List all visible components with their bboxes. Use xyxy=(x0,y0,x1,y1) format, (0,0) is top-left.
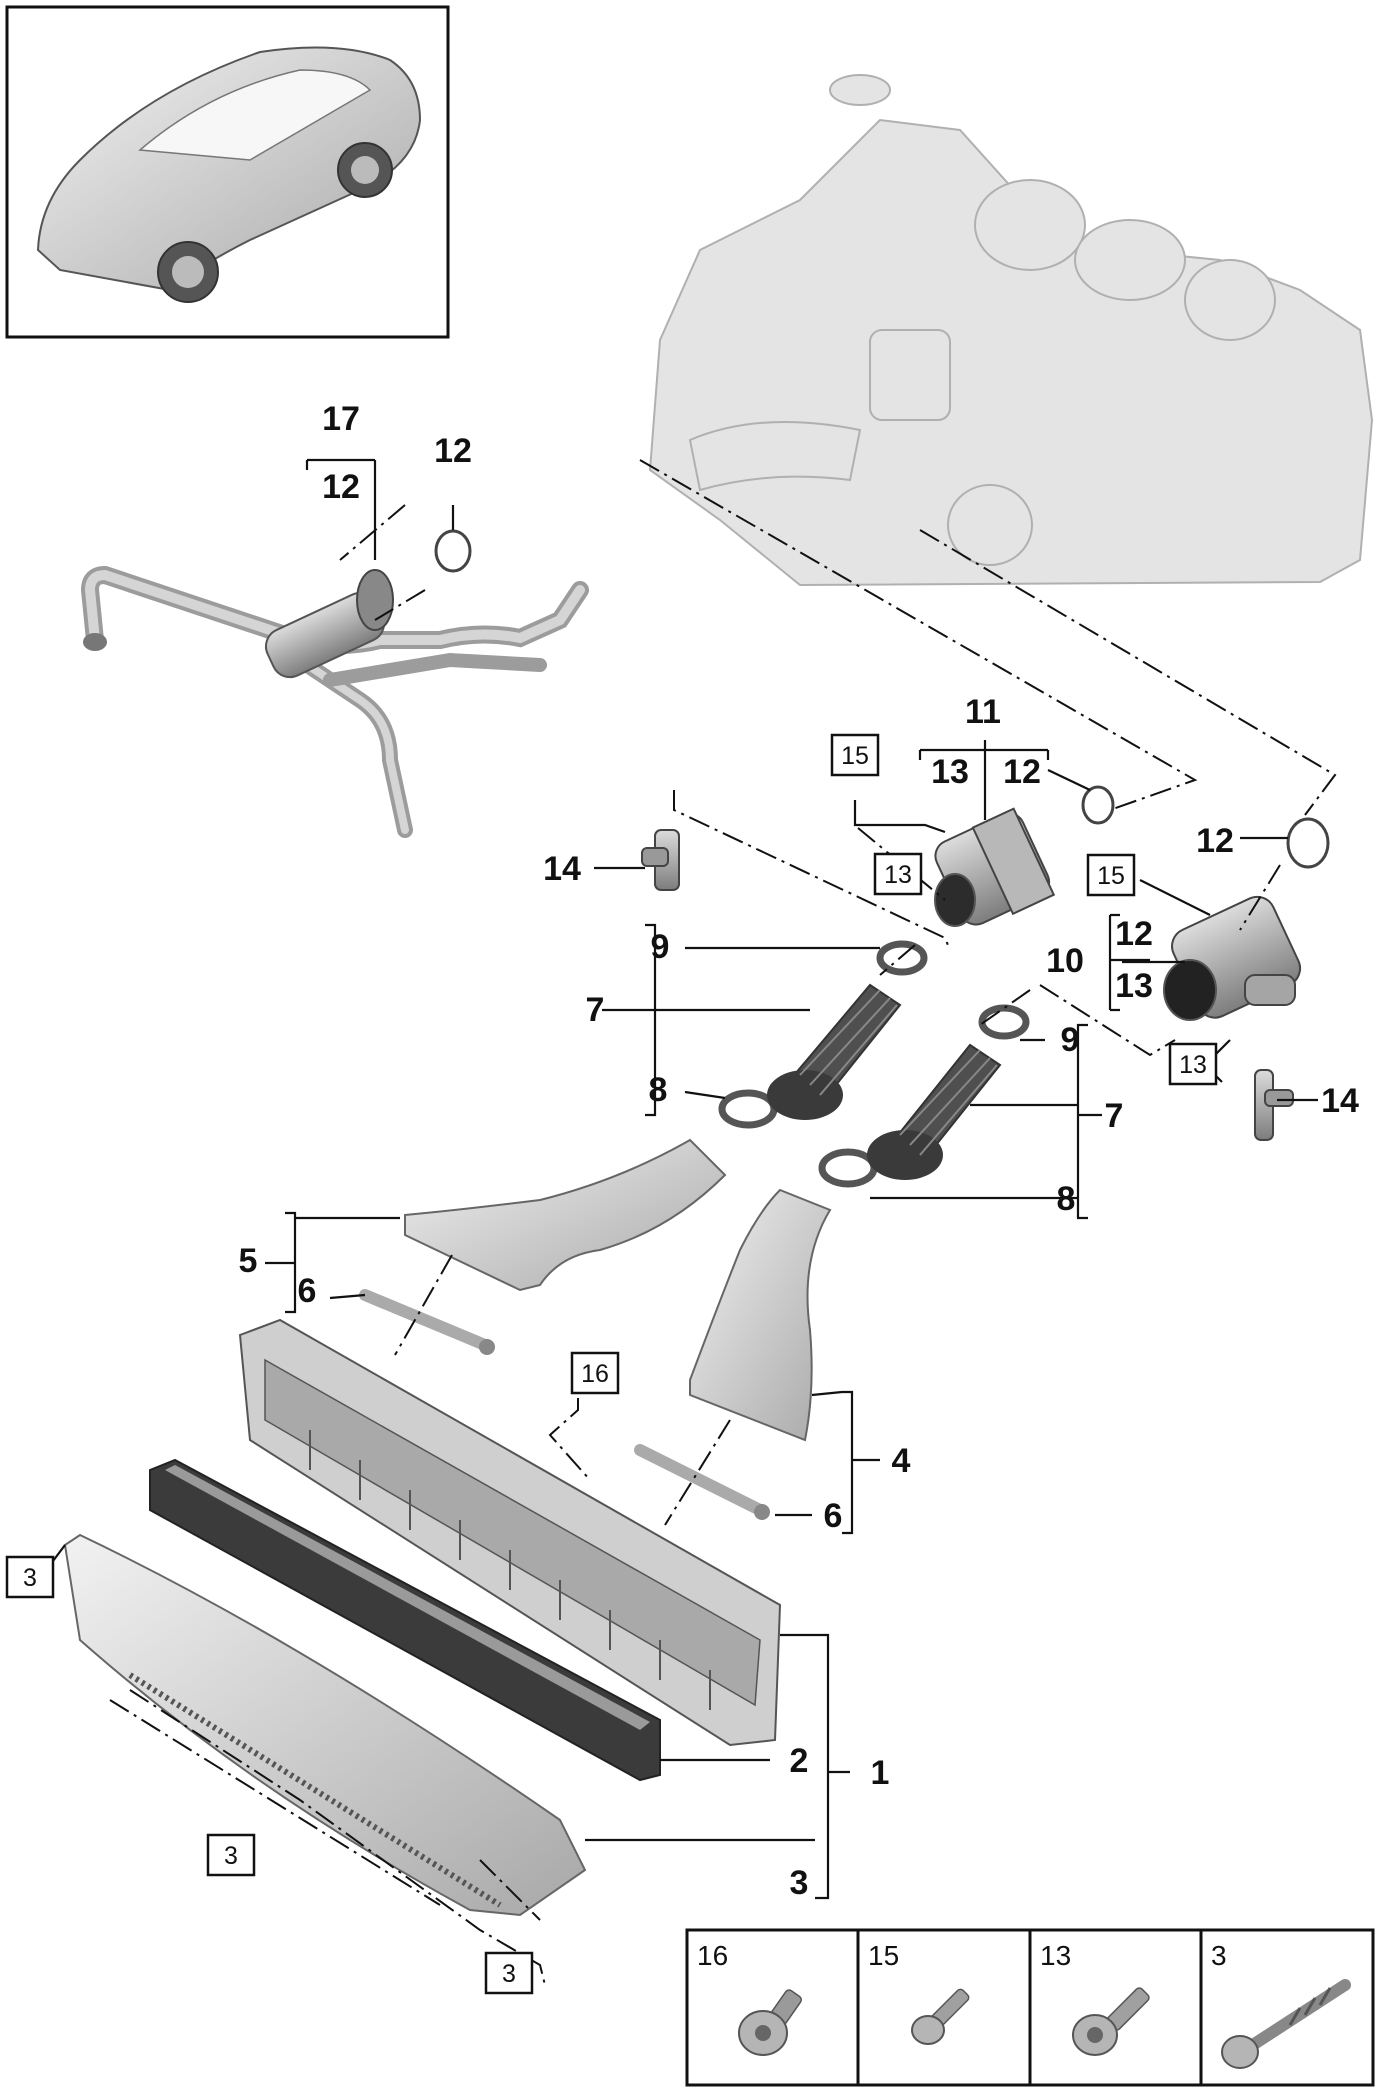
alignment-lines xyxy=(109,459,1337,1986)
callout-numbers: 17 12 12 11 13 12 12 14 12 10 13 9 7 8 9… xyxy=(239,400,1359,1902)
ref-15-a: 15 xyxy=(841,742,869,770)
callout-7-a: 7 xyxy=(586,991,605,1029)
callout-12-e: 12 xyxy=(1115,915,1153,953)
callout-2: 2 xyxy=(790,1742,809,1780)
callout-11: 11 xyxy=(965,693,1001,731)
ref-3-c: 3 xyxy=(502,1960,516,1988)
bellows-7-a xyxy=(767,983,902,1120)
ref-3-a: 3 xyxy=(23,1564,37,1592)
clamp-9-b xyxy=(978,1004,1030,1040)
leader-lines xyxy=(49,458,1318,1900)
bolt-13-icon xyxy=(1072,1987,1150,2056)
callout-8-b: 8 xyxy=(1057,1180,1076,1218)
callout-12-d: 12 xyxy=(1196,822,1234,860)
ref-13-b: 13 xyxy=(1179,1051,1207,1079)
callout-12-b: 12 xyxy=(434,432,472,470)
callout-8-a: 8 xyxy=(649,1071,668,1109)
callout-13-b: 13 xyxy=(1115,967,1153,1005)
callout-14-b: 14 xyxy=(1321,1082,1359,1120)
bolt-6-upper xyxy=(359,1289,495,1355)
engine-ghost xyxy=(648,74,1374,587)
throttle-body-11 xyxy=(934,807,1056,927)
callout-9-b: 9 xyxy=(1061,1021,1080,1059)
callout-6-a: 6 xyxy=(298,1272,317,1310)
seal-ring-12-a xyxy=(434,529,472,573)
clamp-9-a xyxy=(876,940,928,976)
callout-13-a: 13 xyxy=(931,753,969,791)
callout-17: 17 xyxy=(322,400,360,438)
clamp-8-a xyxy=(718,1089,778,1129)
air-filter-element-2 xyxy=(149,1458,661,1782)
seal-ring-12-b xyxy=(1081,785,1115,825)
clamp-8-b xyxy=(818,1148,878,1188)
callout-4: 4 xyxy=(892,1442,911,1480)
callout-1: 1 xyxy=(871,1754,890,1792)
intake-duct-4 xyxy=(689,1188,832,1442)
fastener-refs: 15 13 15 13 16 3 3 3 xyxy=(5,733,1218,1995)
callout-5: 5 xyxy=(239,1242,258,1280)
bellows-7-b xyxy=(867,1043,1002,1180)
legend-15-label: 15 xyxy=(868,1940,899,1971)
callout-6-b: 6 xyxy=(824,1497,843,1535)
bolt-15-icon xyxy=(911,1988,970,2045)
sensor-14-upper xyxy=(641,829,680,891)
callout-14-a: 14 xyxy=(543,850,581,888)
callout-12-a: 12 xyxy=(322,468,360,506)
ref-3-b: 3 xyxy=(224,1842,238,1870)
callout-3: 3 xyxy=(790,1864,809,1902)
intake-duct-5 xyxy=(404,1138,727,1292)
ref-13-a: 13 xyxy=(884,861,912,889)
vehicle-thumbnail xyxy=(5,5,450,339)
legend-13-label: 13 xyxy=(1040,1940,1071,1971)
legend-3-label: 3 xyxy=(1211,1940,1227,1971)
sensor-14-lower xyxy=(1254,1069,1294,1141)
bolt-6-lower xyxy=(634,1444,770,1520)
ref-16: 16 xyxy=(581,1360,609,1388)
fastener-legend: 16 15 13 3 xyxy=(685,1928,1375,2087)
callout-12-c: 12 xyxy=(1003,753,1041,791)
legend-16-label: 16 xyxy=(697,1940,728,1971)
air-filter-housing-upper xyxy=(238,1318,782,1747)
ref-15-b: 15 xyxy=(1097,862,1125,890)
bolt-16-icon xyxy=(738,1989,803,2056)
hose-assembly-17 xyxy=(80,565,589,838)
screw-3-icon xyxy=(1221,1979,1351,2069)
throttle-body-10 xyxy=(1163,895,1302,1021)
air-filter-housing-lower xyxy=(63,1533,587,1917)
callout-10: 10 xyxy=(1046,942,1084,980)
callout-9-a: 9 xyxy=(651,928,670,966)
seal-ring-12-c xyxy=(1286,817,1330,869)
callout-7-b: 7 xyxy=(1105,1097,1124,1135)
